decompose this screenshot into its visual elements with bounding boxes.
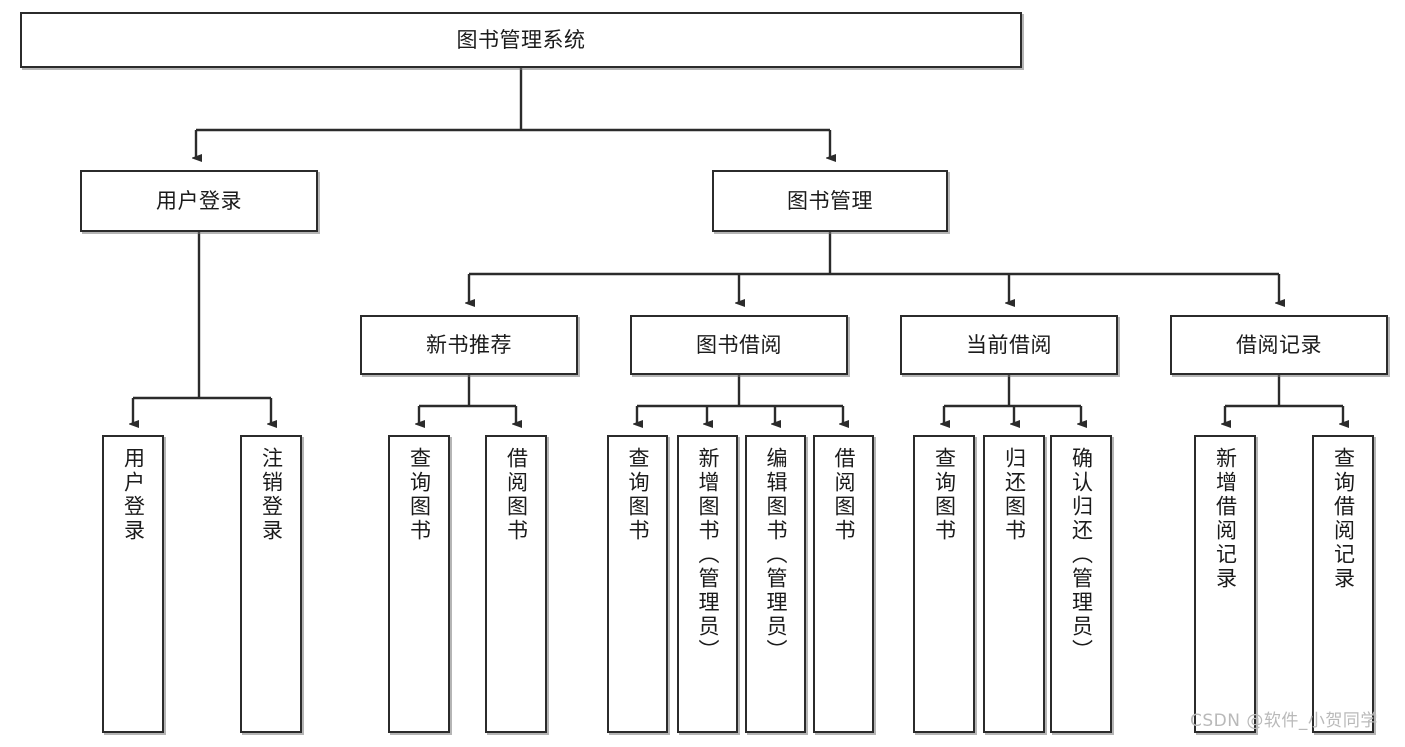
node-leaf-borrow-book-2-label: 借阅图书 [832,447,856,543]
edge-group-current-borrow [944,375,1081,424]
node-leaf-query-book-1-label: 查询图书 [407,447,432,543]
node-leaf-edit-book[interactable]: 编辑图书（管理员） [745,435,806,733]
node-borrow-record-label: 借阅记录 [1236,332,1322,357]
node-leaf-query-borrow-record-label: 查询借阅记录 [1331,447,1356,591]
node-new-book-recommend[interactable]: 新书推荐 [360,315,578,375]
node-user-login[interactable]: 用户登录 [80,170,318,232]
node-leaf-confirm-return-label: 确认归还（管理员） [1069,447,1094,663]
node-leaf-borrow-book-1[interactable]: 借阅图书 [485,435,547,733]
node-leaf-query-book-2-label: 查询图书 [626,447,650,543]
node-borrow-record[interactable]: 借阅记录 [1170,315,1388,375]
node-book-borrow-label: 图书借阅 [696,332,782,357]
node-book-manage-label: 图书管理 [787,188,873,213]
node-leaf-borrow-book-1-label: 借阅图书 [504,447,529,543]
node-leaf-query-borrow-record[interactable]: 查询借阅记录 [1312,435,1374,733]
node-current-borrow-label: 当前借阅 [966,332,1052,357]
node-leaf-edit-book-label: 编辑图书（管理员） [764,447,788,663]
node-book-manage[interactable]: 图书管理 [712,170,948,232]
node-leaf-confirm-return[interactable]: 确认归还（管理员） [1050,435,1112,733]
node-leaf-add-book[interactable]: 新增图书（管理员） [677,435,738,733]
node-leaf-query-book-3[interactable]: 查询图书 [913,435,975,733]
edge-group-book-borrow [637,375,843,424]
node-book-borrow[interactable]: 图书借阅 [630,315,848,375]
node-leaf-add-borrow-record[interactable]: 新增借阅记录 [1194,435,1256,733]
node-leaf-logout[interactable]: 注销登录 [240,435,302,733]
node-leaf-user-login-label: 用户登录 [121,447,146,543]
node-current-borrow[interactable]: 当前借阅 [900,315,1118,375]
edge-group-root [196,68,830,158]
node-leaf-user-login[interactable]: 用户登录 [102,435,164,733]
node-user-login-label: 用户登录 [156,188,242,213]
node-leaf-add-borrow-record-label: 新增借阅记录 [1213,447,1238,591]
node-leaf-return-book-label: 归还图书 [1002,447,1027,543]
edge-group-new-book-recommend [419,375,516,424]
node-leaf-query-book-3-label: 查询图书 [932,447,957,543]
node-leaf-query-book-2[interactable]: 查询图书 [607,435,668,733]
node-leaf-query-book-1[interactable]: 查询图书 [388,435,450,733]
node-leaf-borrow-book-2[interactable]: 借阅图书 [813,435,874,733]
node-root[interactable]: 图书管理系统 [20,12,1022,68]
node-leaf-return-book[interactable]: 归还图书 [983,435,1045,733]
watermark: CSDN @软件_小贺同学 [1190,711,1378,731]
edge-group-borrow-record [1225,375,1343,424]
node-root-label: 图书管理系统 [456,27,586,52]
node-leaf-logout-label: 注销登录 [259,447,284,543]
node-leaf-add-book-label: 新增图书（管理员） [696,447,720,663]
node-new-book-recommend-label: 新书推荐 [426,332,512,357]
edge-group-user-login [133,232,271,424]
edge-group-book-manage [469,232,1279,303]
